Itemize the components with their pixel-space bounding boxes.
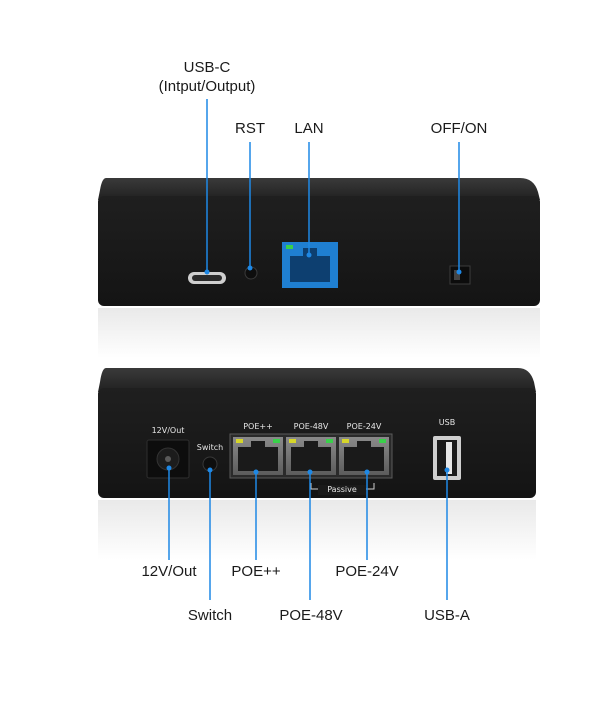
panel-poe-24v: POE-24V — [346, 422, 382, 431]
panel-passive: Passive — [318, 485, 366, 495]
poe-24v-label: POE-24V — [335, 563, 399, 580]
usb-c-sub-label: (Intput/Output) — [158, 78, 256, 95]
dc-out-label: 12V/Out — [141, 563, 197, 580]
usb-a-label: USB-A — [424, 607, 470, 624]
poe-pp-port — [233, 437, 283, 475]
usb-c-label: USB-C — [183, 59, 231, 76]
bottom-unit-reflection — [98, 500, 536, 560]
off-on-label: OFF/ON — [430, 120, 488, 137]
poe-pp-label: POE++ — [231, 563, 281, 580]
switch-label: Switch — [187, 607, 233, 624]
rst-label: RST — [235, 120, 265, 137]
top-unit-reflection — [98, 308, 540, 358]
panel-usb: USB — [438, 418, 456, 427]
bottom-unit — [98, 368, 536, 560]
top-unit — [98, 178, 540, 358]
poe-48v-label: POE-48V — [279, 607, 343, 624]
lan-label: LAN — [294, 120, 324, 137]
panel-poe-48v: POE-48V — [293, 422, 329, 431]
lan-led-icon — [286, 245, 293, 249]
top-unit-lid — [98, 178, 540, 200]
panel-switch: Switch — [196, 443, 224, 452]
panel-poe-pp: POE++ — [243, 422, 273, 431]
leader-lines — [166, 99, 462, 600]
poe-24v-port — [339, 437, 389, 475]
panel-12v-out: 12V/Out — [151, 426, 185, 435]
poe-48v-port — [286, 437, 336, 475]
bottom-unit-lid — [98, 368, 536, 392]
